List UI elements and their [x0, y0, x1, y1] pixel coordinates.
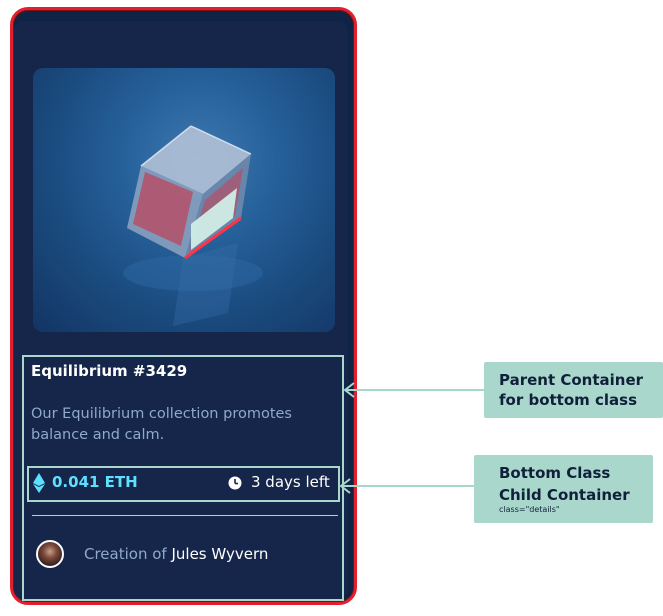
parent-container-outline [22, 355, 344, 601]
nft-price: 0.041 ETH [52, 473, 138, 491]
creator-name-link[interactable]: Jules Wyvern [171, 545, 269, 563]
creator-avatar[interactable] [36, 540, 64, 568]
child-container-callout: Bottom Class Child Container class="deta… [474, 455, 653, 523]
equilibrium-cube-image [33, 68, 335, 332]
creator-prefix: Creation of [84, 545, 167, 563]
ethereum-icon [33, 473, 45, 493]
nft-title: Equilibrium #3429 [31, 362, 188, 380]
card-divider [32, 515, 338, 516]
parent-container-callout: Parent Container for bottom class [484, 362, 663, 418]
creator-line: Creation of Jules Wyvern [84, 545, 268, 563]
child-callout-code: class="details" [499, 505, 560, 514]
time-left: 3 days left [251, 473, 330, 491]
parent-connector-arrow [343, 382, 486, 398]
child-connector-arrow [339, 478, 476, 494]
child-callout-line1: Bottom Class [499, 464, 611, 482]
details-container-outline [27, 466, 340, 502]
child-callout-line2: Child Container [499, 486, 630, 504]
clock-icon [228, 476, 242, 490]
nft-description: Our Equilibrium collection promotes bala… [31, 406, 292, 443]
